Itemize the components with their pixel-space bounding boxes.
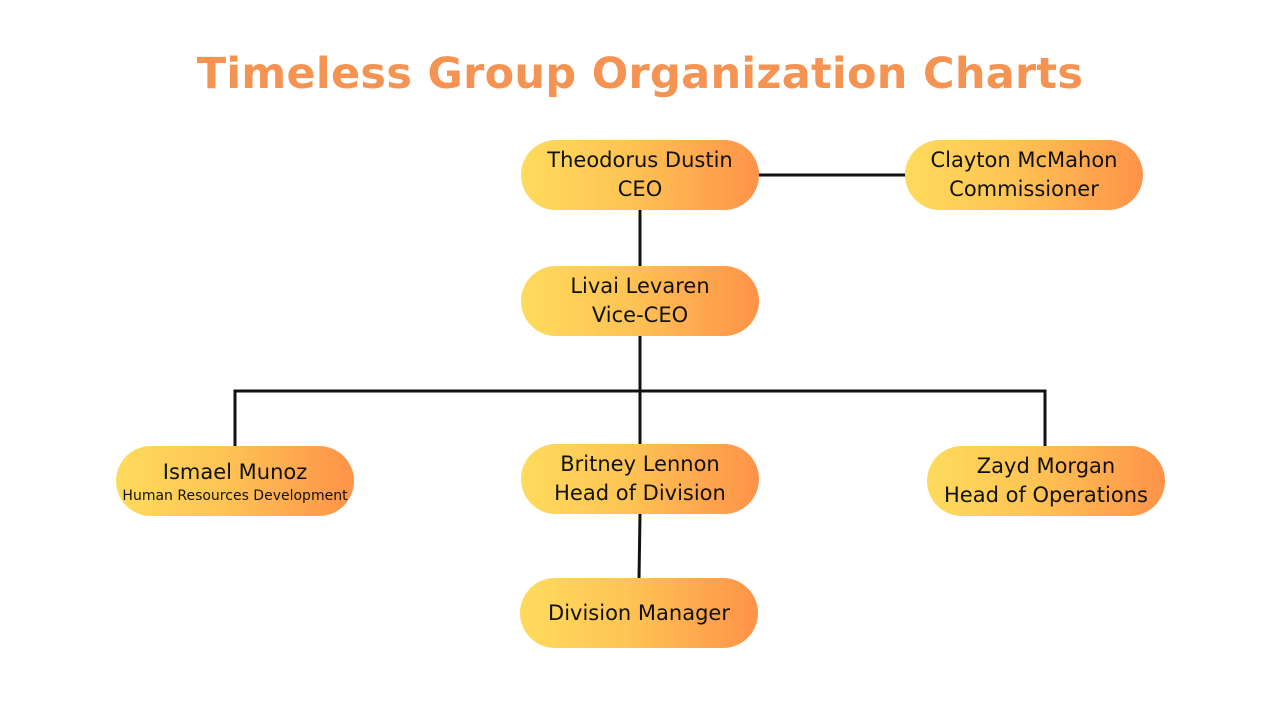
node-vice-ceo-name: Livai Levaren — [570, 274, 710, 298]
node-operations-name: Zayd Morgan — [976, 454, 1116, 478]
node-hr: Ismael Munoz Human Resources Development — [116, 446, 354, 516]
node-division-manager: Division Manager — [520, 578, 758, 648]
node-ceo-role: CEO — [617, 177, 663, 201]
node-ceo: Theodorus Dustin CEO — [521, 140, 759, 210]
chart-title: Timeless Group Organization Charts — [196, 49, 1084, 99]
node-vice-ceo-role: Vice-CEO — [591, 303, 689, 327]
node-ceo-name: Theodorus Dustin — [547, 148, 733, 172]
node-division-head-role: Head of Division — [554, 481, 726, 505]
node-division-manager-role: Division Manager — [548, 600, 730, 625]
node-commissioner-name: Clayton McMahon — [930, 148, 1118, 172]
node-division-head-name: Britney Lennon — [560, 452, 720, 476]
node-division-head: Britney Lennon Head of Division — [521, 444, 759, 514]
node-hr-role: Human Resources Development — [122, 487, 348, 504]
node-commissioner: Clayton McMahon Commissioner — [905, 140, 1143, 210]
node-commissioner-role: Commissioner — [949, 177, 1099, 201]
node-operations-role: Head of Operations — [944, 483, 1148, 507]
node-vice-ceo: Livai Levaren Vice-CEO — [521, 266, 759, 336]
node-hr-name: Ismael Munoz — [162, 459, 308, 484]
node-operations: Zayd Morgan Head of Operations — [927, 446, 1165, 516]
connector-division-head-manager — [637, 512, 642, 581]
